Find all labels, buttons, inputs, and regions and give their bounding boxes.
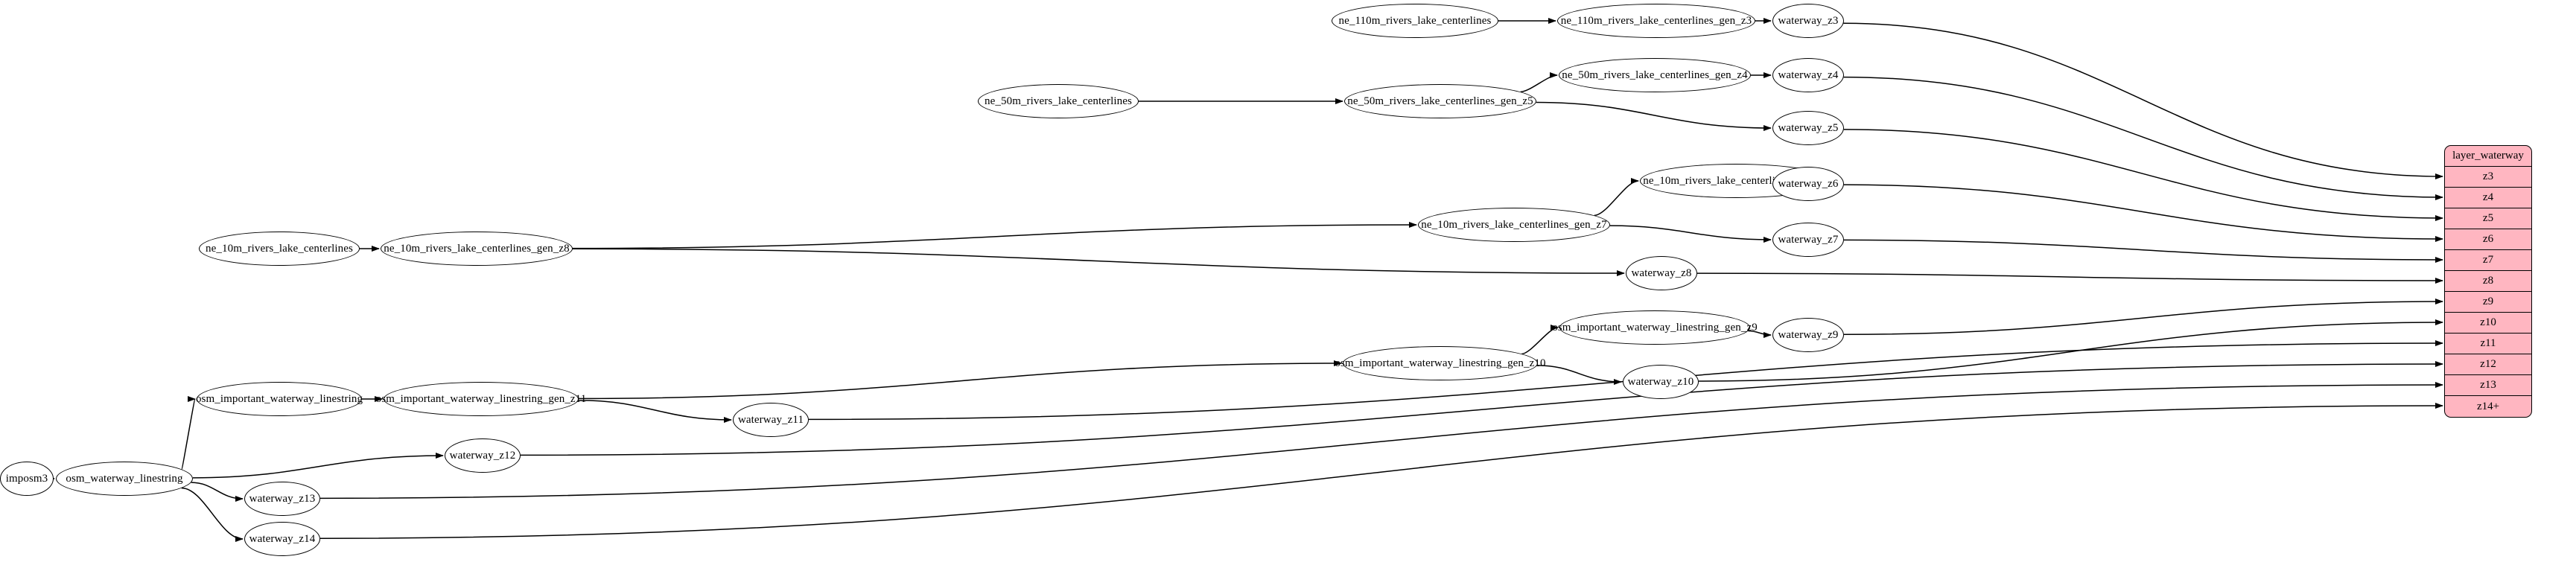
table-row-z10[interactable]: z10 [2445,313,2531,334]
edge-osm_important_waterway_linestring_gen_z11-to-waterway_z11 [578,399,732,423]
edge-waterway_z12-to-layer_waterway-z12 [520,361,2443,456]
node-label: waterway_z4 [1778,68,1839,81]
table-row-z7[interactable]: z7 [2445,250,2531,271]
edge-waterway_z14-to-layer_waterway-z14+ [319,403,2443,539]
edge-ne_10m_rivers_lake_centerlines_gen_z8-to-ne_10m_rivers_lake_centerlines_gen_z7 [572,222,1417,249]
node-waterway_z3[interactable]: waterway_z3 [1772,4,1844,38]
node-label: osm_waterway_linestring [66,472,183,485]
table-row-z11[interactable]: z11 [2445,334,2531,354]
edge-waterway_z10-to-layer_waterway-z10 [1698,319,2443,382]
table-header: layer_waterway [2445,146,2531,167]
edge-waterway_z13-to-layer_waterway-z13 [319,382,2443,500]
table-row-z13[interactable]: z13 [2445,375,2531,396]
edge-ne_10m_rivers_lake_centerlines_gen_z7-to-waterway_z7 [1609,225,1772,243]
node-ne_10m_rivers_lake_centerlines[interactable]: ne_10m_rivers_lake_centerlines [199,232,360,266]
node-ne_50m_rivers_lake_centerlines[interactable]: ne_50m_rivers_lake_centerlines [978,84,1139,118]
edge-osm_important_waterway_linestring_gen_z11-to-osm_important_waterway_linestring_gen_z10 [578,360,1342,400]
node-osm_important_waterway_linestring[interactable]: osm_important_waterway_linestring [195,382,363,416]
node-waterway_z10[interactable]: waterway_z10 [1623,365,1699,399]
node-waterway_z8[interactable]: waterway_z8 [1626,256,1697,290]
node-label: ne_50m_rivers_lake_centerlines_gen_z4 [1562,68,1748,81]
node-ne_50m_rivers_lake_centerlines_gen_z4[interactable]: ne_50m_rivers_lake_centerlines_gen_z4 [1559,58,1751,92]
node-waterway_z12[interactable]: waterway_z12 [445,438,521,473]
node-label: ne_10m_rivers_lake_centerlines [206,242,353,255]
table-row-z14+[interactable]: z14+ [2476,400,2500,412]
node-osm_important_waterway_linestring_gen_z10[interactable]: osm_important_waterway_linestring_gen_z1… [1335,346,1546,380]
edge-osm_waterway_linestring-to-waterway_z13 [191,482,244,502]
node-label: osm_important_waterway_linestring_gen_z9 [1552,321,1758,334]
node-label: waterway_z5 [1778,121,1839,134]
node-label: ne_50m_rivers_lake_centerlines [985,95,1132,107]
edge-osm_waterway_linestring-to-waterway_z14 [181,487,244,542]
node-label: ne_50m_rivers_lake_centerlines_gen_z5 [1347,95,1533,107]
node-waterway_z14[interactable]: waterway_z14 [244,522,320,556]
node-waterway_z7[interactable]: waterway_z7 [1772,223,1844,257]
node-waterway_z13[interactable]: waterway_z13 [244,482,320,516]
table-row-z9[interactable]: z9 [2445,292,2531,313]
node-waterway_z5[interactable]: waterway_z5 [1772,111,1844,145]
edge-waterway_z6-to-layer_waterway-z6 [1843,184,2443,242]
node-label: waterway_z13 [249,492,316,505]
node-label: osm_important_waterway_linestring_gen_z1… [1335,357,1546,369]
edge-waterway_z7-to-layer_waterway-z7 [1843,239,2443,263]
node-label: imposm3 [5,472,48,485]
node-osm_waterway_linestring[interactable]: osm_waterway_linestring [56,462,193,496]
node-ne_10m_rivers_lake_centerlines_gen_z8[interactable]: ne_10m_rivers_lake_centerlines_gen_z8 [381,232,573,266]
node-label: waterway_z6 [1778,177,1839,190]
node-label: waterway_z10 [1627,375,1694,388]
node-label: ne_10m_rivers_lake_centerlines_gen_z8 [384,242,570,255]
edge-waterway_z8-to-layer_waterway-z8 [1696,272,2443,284]
edge-osm_waterway_linestring-to-waterway_z12 [192,453,444,479]
node-ne_10m_rivers_lake_centerlines_gen_z7[interactable]: ne_10m_rivers_lake_centerlines_gen_z7 [1418,208,1610,242]
node-waterway_z4[interactable]: waterway_z4 [1772,58,1844,92]
node-waterway_z9[interactable]: waterway_z9 [1772,318,1844,352]
node-label: ne_110m_rivers_lake_centerlines [1338,14,1492,27]
node-label: waterway_z3 [1778,14,1839,27]
edge-ne_10m_rivers_lake_centerlines_gen_z7-to-ne_10m_rivers_lake_centerlines_gen_z6 [1594,178,1639,217]
table-row-z5[interactable]: z5 [2445,208,2531,229]
edge-osm_important_waterway_linestring_gen_z10-to-osm_important_waterway_linestring_gen_z9 [1521,325,1559,355]
table-row-z8[interactable]: z8 [2445,271,2531,292]
node-label: waterway_z12 [449,449,516,462]
node-label: waterway_z9 [1778,328,1839,341]
edge-ne_50m_rivers_lake_centerlines_gen_z5-to-waterway_z5 [1536,101,1772,131]
edge-waterway_z4-to-layer_waterway-z4 [1843,76,2443,200]
edge-waterway_z5-to-layer_waterway-z5 [1843,129,2443,221]
table-row-z12[interactable]: z12 [2445,354,2531,375]
node-label: osm_important_waterway_linestring [195,392,363,405]
edge-ne_10m_rivers_lake_centerlines_gen_z8-to-waterway_z8 [572,248,1625,276]
node-osm_important_waterway_linestring_gen_z9[interactable]: osm_important_waterway_linestring_gen_z9 [1552,310,1758,345]
node-waterway_z11[interactable]: waterway_z11 [733,403,809,437]
edge-waterway_z9-to-layer_waterway-z9 [1843,299,2443,336]
node-label: osm_important_waterway_linestring_gen_z1… [375,392,587,405]
edge-osm_important_waterway_linestring_gen_z10-to-waterway_z10 [1537,365,1622,385]
node-label: ne_10m_rivers_lake_centerlines_gen_z7 [1421,218,1607,231]
node-label: waterway_z11 [737,413,804,426]
edge-ne_50m_rivers_lake_centerlines_gen_z5-to-ne_50m_rivers_lake_centerlines_gen_z4 [1520,72,1558,93]
node-label: waterway_z14 [249,532,316,545]
edge-osm_waterway_linestring-to-osm_important_waterway_linestring [181,396,196,470]
edge-osm_important_waterway_linestring_gen_z9-to-waterway_z9 [1748,330,1772,338]
node-imposm3[interactable]: imposm3 [0,462,54,496]
node-label: waterway_z8 [1631,267,1692,279]
node-label: ne_110m_rivers_lake_centerlines_gen_z3 [1560,14,1752,27]
node-ne_110m_rivers_lake_centerlines[interactable]: ne_110m_rivers_lake_centerlines [1332,4,1498,38]
node-label: waterway_z7 [1778,233,1839,246]
edge-waterway_z3-to-layer_waterway-z3 [1843,22,2443,179]
table-row-z6[interactable]: z6 [2445,229,2531,250]
node-waterway_z6[interactable]: waterway_z6 [1772,167,1844,201]
node-ne_110m_rivers_lake_centerlines_gen_z3[interactable]: ne_110m_rivers_lake_centerlines_gen_z3 [1557,4,1755,38]
node-osm_important_waterway_linestring_gen_z11[interactable]: osm_important_waterway_linestring_gen_z1… [376,382,586,416]
table-row-z4[interactable]: z4 [2445,188,2531,208]
node-ne_50m_rivers_lake_centerlines_gen_z5[interactable]: ne_50m_rivers_lake_centerlines_gen_z5 [1344,84,1536,118]
table-row-z3[interactable]: z3 [2445,167,2531,188]
